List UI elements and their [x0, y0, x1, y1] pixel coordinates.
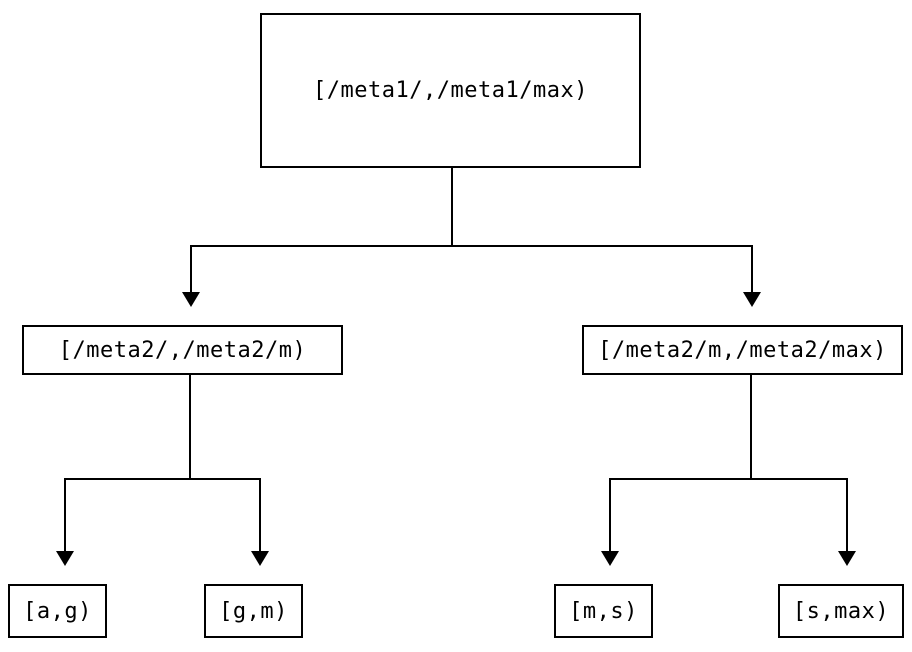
arrow-down-icon: [601, 551, 619, 566]
edge-meta2-low-to-leaf-g-m: [259, 478, 261, 552]
arrow-down-icon: [56, 551, 74, 566]
node-leaf-a-g: [a,g): [8, 584, 107, 638]
edge-meta2-high-to-leaf-s-max: [846, 478, 848, 552]
arrow-down-icon: [182, 292, 200, 307]
edge-root-stem: [451, 168, 453, 247]
arrow-down-icon: [743, 292, 761, 307]
edge-root-to-meta2-high: [751, 245, 753, 293]
edge-meta2-low-to-leaf-a-g: [64, 478, 66, 552]
node-meta2-low-range: [/meta2/,/meta2/m): [22, 325, 343, 375]
node-leaf-m-s: [m,s): [554, 584, 653, 638]
edge-meta2-low-stem: [189, 375, 191, 480]
edge-root-to-meta2-low: [190, 245, 192, 293]
node-root-range: [/meta1/,/meta1/max): [260, 13, 641, 168]
arrow-down-icon: [251, 551, 269, 566]
edge-meta2-high-crossbar: [610, 478, 848, 480]
arrow-down-icon: [838, 551, 856, 566]
edge-meta2-low-crossbar: [65, 478, 261, 480]
node-meta2-high-range: [/meta2/m,/meta2/max): [582, 325, 903, 375]
edge-meta2-high-to-leaf-m-s: [609, 478, 611, 552]
edge-root-crossbar: [190, 245, 753, 247]
edge-meta2-high-stem: [750, 375, 752, 480]
node-leaf-g-m: [g,m): [204, 584, 303, 638]
node-leaf-s-max: [s,max): [778, 584, 904, 638]
